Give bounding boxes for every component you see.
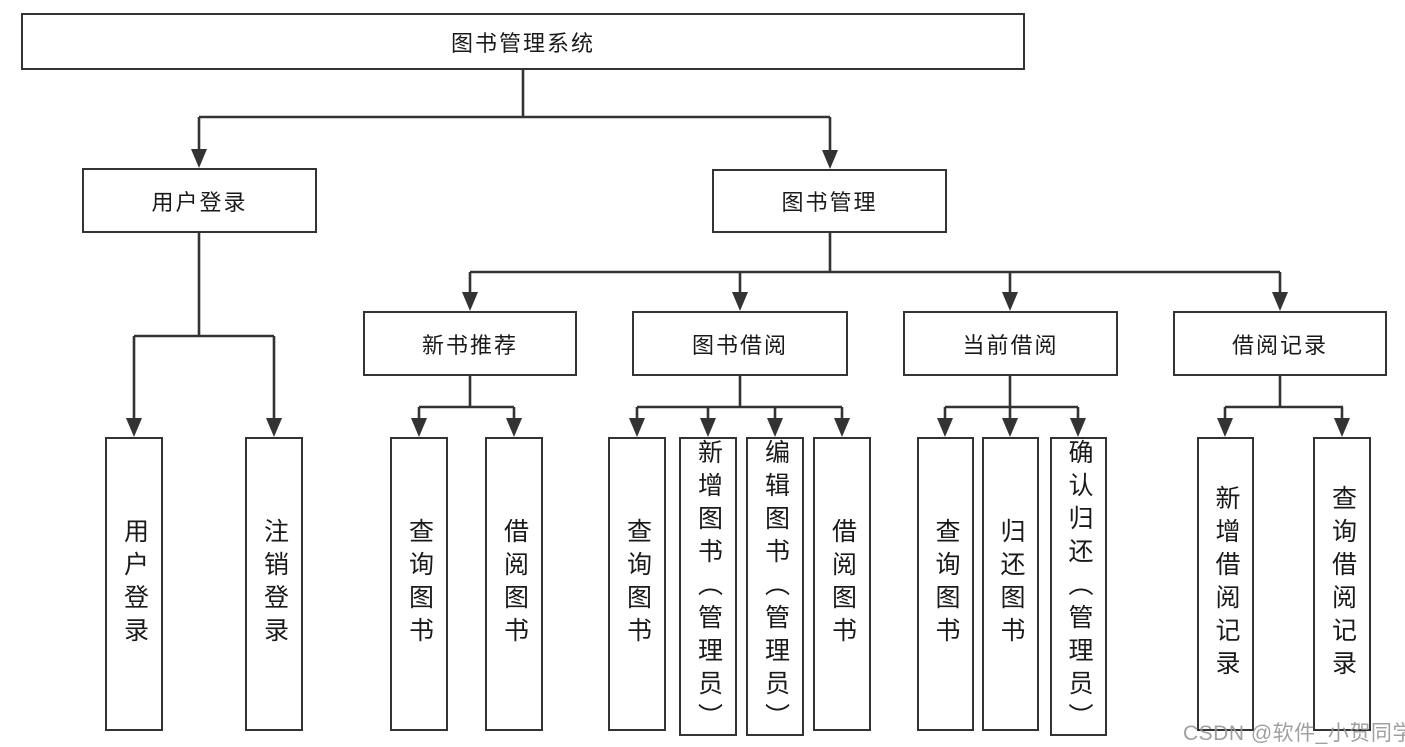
arrow-head — [126, 418, 142, 437]
node-query-borrow-record: 查询借阅记录 — [1313, 437, 1371, 731]
arrow-head — [266, 418, 282, 437]
arrow-head — [700, 418, 716, 437]
node-borrowing-records: 借阅记录 — [1173, 311, 1387, 376]
node-query-books-current: 查询图书 — [917, 437, 974, 731]
node-book-borrowing: 图书借阅 — [632, 311, 848, 376]
arrow-head — [1002, 418, 1018, 437]
node-new-book-recommendation: 新书推荐 — [363, 311, 577, 376]
node-query-books-recommend: 查询图书 — [390, 437, 448, 731]
node-logout: 注销登录 — [245, 437, 303, 731]
node-add-book-admin: 新增图书（管理员） — [679, 437, 737, 736]
arrow-head — [1002, 292, 1018, 311]
node-book-management: 图书管理 — [712, 169, 947, 233]
node-confirm-return-admin: 确认归还（管理员） — [1050, 437, 1107, 736]
arrow-head — [767, 418, 783, 437]
node-edit-book-admin: 编辑图书（管理员） — [746, 437, 804, 736]
node-borrow-books-borrowing: 借阅图书 — [813, 437, 871, 731]
arrow-head — [937, 418, 953, 437]
node-user-login-action: 用户登录 — [105, 437, 163, 731]
arrow-head — [1272, 292, 1288, 311]
arrow-head — [1334, 418, 1350, 437]
node-borrow-books-recommend: 借阅图书 — [485, 437, 543, 731]
arrow-head — [462, 292, 478, 311]
arrow-head — [1217, 418, 1233, 437]
arrow-head — [834, 418, 850, 437]
node-library-management-system: 图书管理系统 — [21, 13, 1025, 70]
watermark: CSDN @软件_小贺同学 — [1183, 722, 1405, 745]
node-add-borrow-record: 新增借阅记录 — [1197, 437, 1254, 731]
arrow-head — [411, 418, 427, 437]
arrow-head — [191, 149, 207, 168]
node-return-book: 归还图书 — [982, 437, 1039, 731]
node-user-login: 用户登录 — [82, 168, 317, 233]
arrow-head — [629, 418, 645, 437]
arrow-head — [822, 150, 838, 169]
node-current-borrowing: 当前借阅 — [903, 311, 1118, 376]
connector-line — [132, 70, 1344, 421]
arrow-head — [732, 292, 748, 311]
arrow-head — [506, 418, 522, 437]
node-query-books-borrowing: 查询图书 — [608, 437, 666, 731]
arrow-head — [1070, 418, 1086, 437]
